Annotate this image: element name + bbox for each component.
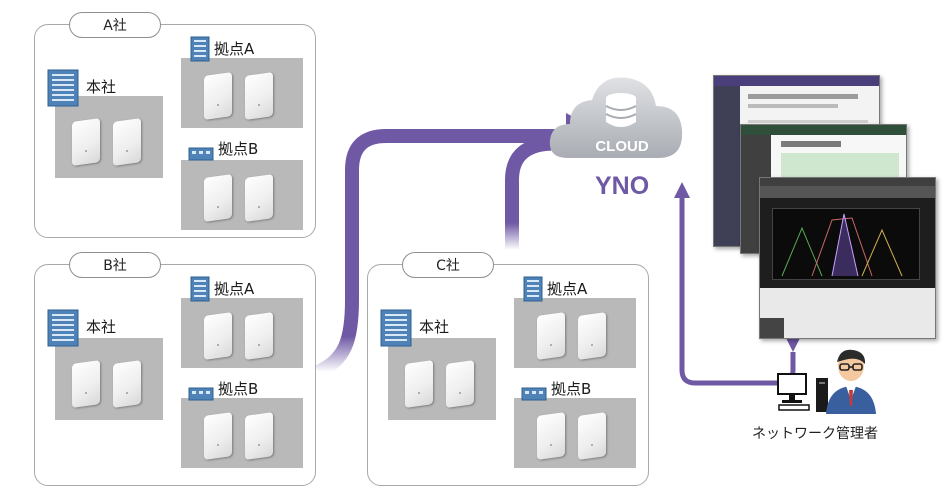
dashboard-screen-front xyxy=(759,177,936,339)
company-b-site-a-label: 拠点A xyxy=(214,280,255,298)
company-b-arrow xyxy=(314,129,570,379)
company-a-site-b-box xyxy=(181,160,303,230)
company-a-name: A社 xyxy=(103,18,127,34)
access-point-icon xyxy=(204,72,232,120)
small-building-icon xyxy=(523,276,543,302)
company-c-site-a-box xyxy=(514,298,636,368)
access-point-icon xyxy=(245,412,273,460)
company-c-arrow xyxy=(505,135,573,250)
company-b-name: B社 xyxy=(103,258,127,274)
access-point-icon xyxy=(72,118,100,166)
company-b-hq-label: 本社 xyxy=(86,318,117,336)
access-point-icon xyxy=(245,312,273,360)
company-a-site-a-box xyxy=(181,58,303,128)
company-c-name: C社 xyxy=(436,258,460,274)
small-building-icon xyxy=(190,36,210,62)
company-b-tab: B社 xyxy=(69,252,161,278)
access-point-icon xyxy=(245,174,273,222)
company-a-site-a-label: 拠点A xyxy=(214,40,255,58)
small-building-icon xyxy=(521,387,547,401)
access-point-icon xyxy=(204,412,232,460)
company-b-site-a-box xyxy=(181,298,303,368)
access-point-icon xyxy=(537,412,565,460)
small-building-icon xyxy=(190,276,210,302)
company-c-site-b-label: 拠点B xyxy=(551,380,592,398)
company-c-tab: C社 xyxy=(402,252,494,278)
access-point-icon xyxy=(578,412,606,460)
small-building-icon xyxy=(188,387,214,401)
cloud-label: CLOUD xyxy=(595,138,649,155)
company-c-hq-label: 本社 xyxy=(419,318,450,336)
access-point-icon xyxy=(578,312,606,360)
access-point-icon xyxy=(245,72,273,120)
pc-icon xyxy=(777,373,828,412)
building-icon xyxy=(47,309,79,347)
access-point-icon xyxy=(113,118,141,166)
company-a-hq-label: 本社 xyxy=(86,78,117,96)
access-point-icon xyxy=(204,174,232,222)
access-point-icon xyxy=(72,360,100,408)
yno-label: YNO xyxy=(595,172,650,200)
company-c-site-b-box xyxy=(514,398,636,468)
company-b-site-b-label: 拠点B xyxy=(218,380,259,398)
building-icon xyxy=(380,309,412,347)
access-point-icon xyxy=(537,312,565,360)
access-point-icon xyxy=(113,360,141,408)
access-point-icon xyxy=(446,360,474,408)
database-icon xyxy=(605,93,637,127)
admin-arrowhead xyxy=(674,182,690,198)
company-c-site-a-label: 拠点A xyxy=(547,280,588,298)
access-point-icon xyxy=(204,312,232,360)
building-icon xyxy=(47,69,79,107)
company-a-tab: A社 xyxy=(69,12,161,38)
screen-pointer xyxy=(786,338,800,352)
person-icon xyxy=(826,349,876,414)
access-point-icon xyxy=(405,360,433,408)
small-building-icon xyxy=(188,147,214,161)
company-b-site-b-box xyxy=(181,398,303,468)
admin-label: ネットワーク管理者 xyxy=(752,426,878,442)
company-a-site-b-label: 拠点B xyxy=(218,140,259,158)
